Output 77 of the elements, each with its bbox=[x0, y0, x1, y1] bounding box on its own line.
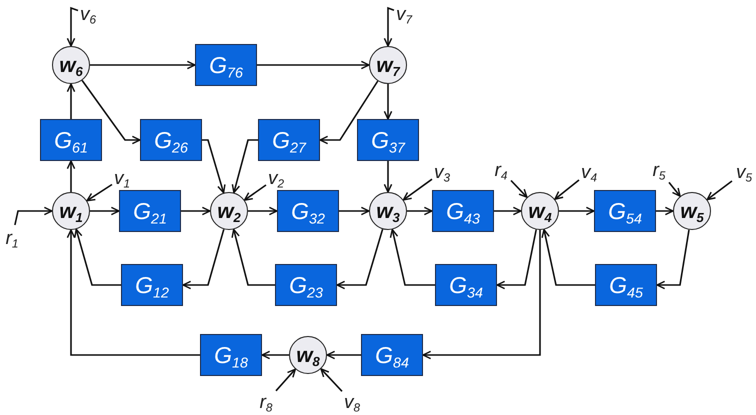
signal-label: v$_{6}$ bbox=[79, 2, 97, 26]
signal-label: v$_{5}$ bbox=[733, 160, 755, 184]
transfer-block: G$_{26}$ bbox=[140, 119, 202, 161]
transfer-block: G$_{45}$ bbox=[595, 264, 657, 306]
arrow bbox=[90, 60, 196, 70]
arrow bbox=[384, 161, 392, 193]
arrow bbox=[559, 206, 595, 216]
arrow bbox=[656, 206, 674, 216]
arrow bbox=[66, 83, 76, 119]
summing-junction: w$_{5}$ bbox=[673, 192, 711, 230]
arrow bbox=[231, 228, 275, 286]
signal-label: v$_{7}$ bbox=[395, 2, 413, 26]
transfer-block: G$_{84}$ bbox=[361, 334, 423, 376]
arrow bbox=[510, 180, 528, 198]
arrow bbox=[257, 60, 370, 70]
transfer-block: G$_{61}$ bbox=[40, 119, 102, 161]
arrow bbox=[261, 350, 289, 360]
arrow bbox=[182, 229, 225, 290]
arrow bbox=[66, 160, 76, 192]
signal-label: r$_{5}$ bbox=[650, 158, 668, 182]
arrow bbox=[326, 350, 361, 360]
transfer-block: G$_{54}$ bbox=[594, 190, 656, 232]
arrow bbox=[384, 6, 394, 47]
transfer-block: G$_{32}$ bbox=[277, 190, 339, 232]
arrow bbox=[656, 230, 690, 290]
arrow bbox=[384, 84, 392, 120]
summing-junction: w$_{1}$ bbox=[52, 192, 90, 230]
arrow bbox=[244, 184, 266, 201]
arrow bbox=[81, 80, 141, 144]
signal-label: v$_{2}$ bbox=[267, 166, 285, 190]
transfer-block: G$_{23}$ bbox=[275, 264, 337, 306]
arrow bbox=[496, 229, 537, 290]
transfer-block: G$_{27}$ bbox=[258, 119, 320, 161]
arrow bbox=[66, 229, 200, 356]
transfer-block: G$_{21}$ bbox=[119, 190, 181, 232]
transfer-block: G$_{37}$ bbox=[357, 119, 419, 161]
signal-label: v$_{4}$ bbox=[580, 160, 598, 184]
arrow bbox=[90, 206, 120, 216]
arrow bbox=[407, 206, 433, 216]
arrow bbox=[339, 206, 370, 216]
arrow bbox=[390, 228, 435, 286]
arrow bbox=[402, 178, 432, 201]
transfer-block: G$_{18}$ bbox=[200, 334, 262, 376]
transfer-block: G$_{34}$ bbox=[435, 264, 497, 306]
summing-junction: w$_{6}$ bbox=[52, 46, 90, 84]
arrow bbox=[181, 206, 211, 216]
arrow bbox=[86, 184, 112, 202]
transfer-block: G$_{43}$ bbox=[432, 190, 494, 232]
arrow bbox=[494, 206, 522, 216]
summing-junction: w$_{4}$ bbox=[521, 192, 559, 230]
arrow bbox=[14, 206, 53, 226]
summing-junction: w$_{7}$ bbox=[369, 46, 407, 84]
arrow bbox=[706, 180, 732, 200]
signal-label: r$_{4}$ bbox=[492, 158, 510, 182]
arrow bbox=[232, 139, 258, 194]
arrow bbox=[248, 206, 278, 216]
arrow bbox=[202, 139, 226, 194]
arrow bbox=[336, 228, 384, 290]
signal-label: v$_{3}$ bbox=[433, 160, 451, 184]
transfer-block: G$_{12}$ bbox=[121, 264, 183, 306]
arrow bbox=[554, 179, 580, 200]
signal-label: r$_{1}$ bbox=[3, 226, 21, 250]
signal-label: v$_{8}$ bbox=[343, 390, 361, 414]
arrow bbox=[541, 228, 595, 286]
summing-junction: w$_{3}$ bbox=[369, 192, 407, 230]
signal-label: r$_{8}$ bbox=[257, 390, 275, 414]
summing-junction: w$_{8}$ bbox=[289, 336, 327, 374]
summing-junction: w$_{2}$ bbox=[210, 192, 248, 230]
signal-label: v$_{1}$ bbox=[113, 166, 131, 190]
arrow bbox=[74, 228, 121, 286]
arrow bbox=[668, 182, 681, 197]
arrow bbox=[422, 230, 541, 360]
arrow bbox=[66, 6, 78, 47]
arrow bbox=[319, 80, 378, 144]
arrow bbox=[320, 368, 343, 392]
transfer-block: G$_{76}$ bbox=[195, 44, 257, 86]
arrow bbox=[275, 368, 296, 392]
